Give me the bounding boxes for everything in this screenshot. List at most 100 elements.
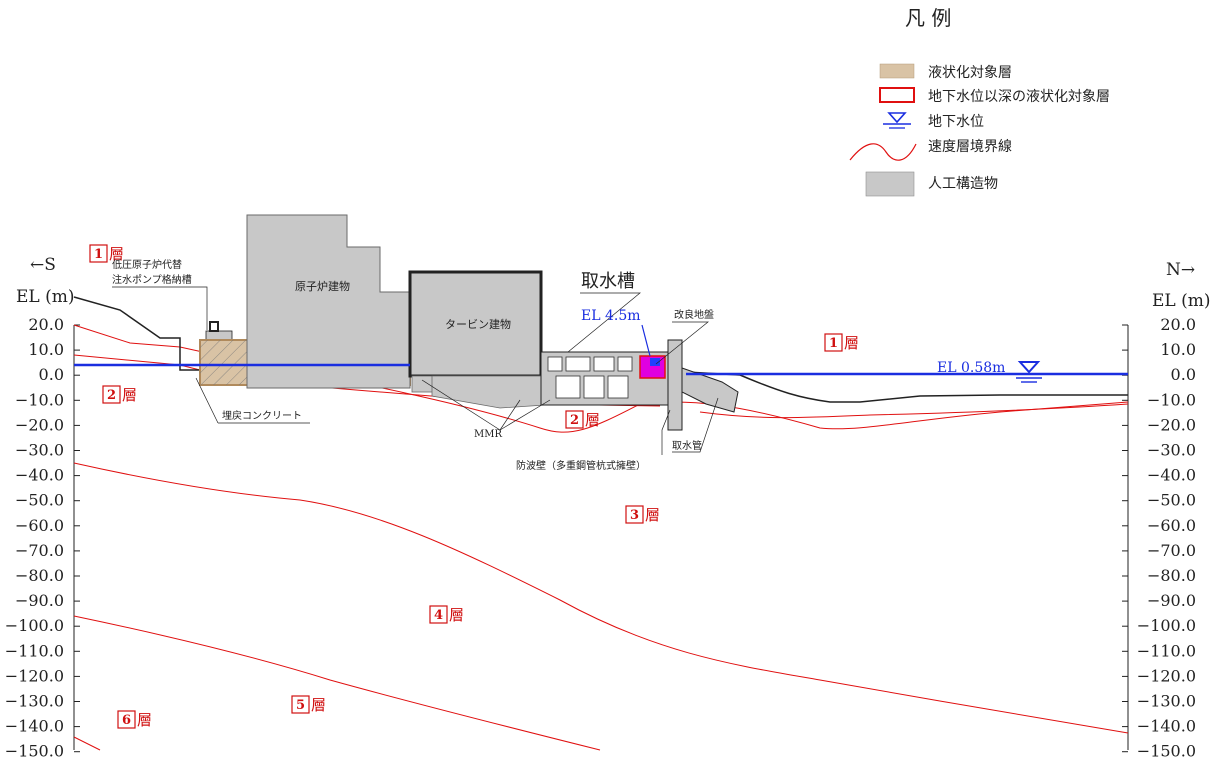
right-tick-label: 20.0 (1160, 315, 1196, 334)
liquefaction-swatch (879, 63, 915, 79)
svg-text:4: 4 (434, 608, 443, 623)
improved-ground-annotation: 改良地盤 (655, 308, 714, 365)
reactor-building-label: 原子炉建物 (295, 279, 350, 293)
improved-ground (639, 355, 666, 379)
left-tick-label: −30.0 (15, 441, 64, 460)
groundwater-level-icon (1016, 361, 1042, 383)
layer-label-2-mid: 2 層 (565, 410, 600, 429)
intake-tank-annotation: 取水槽 (567, 271, 641, 353)
right-tick-label: 10.0 (1160, 340, 1196, 359)
left-tick-label: 10.0 (28, 340, 64, 359)
legend-groundwater: 地下水位 (928, 114, 984, 130)
backfill-annotation: 埋戻コンクリート (195, 377, 310, 424)
south-direction-label: ←S (30, 255, 56, 275)
left-tick-label: 20.0 (28, 315, 64, 334)
right-tick-label: −110.0 (1137, 641, 1196, 660)
svg-text:注水ポンプ格納槽: 注水ポンプ格納槽 (112, 273, 192, 286)
layer-label-6: 6 層 (117, 710, 152, 729)
groundwater-symbol-icon (883, 112, 911, 129)
left-tick-label: 0.0 (39, 365, 64, 384)
el-intake-annotation: EL 4.5m (581, 308, 651, 357)
left-tick-label: −60.0 (15, 516, 64, 535)
left-tick-label: −70.0 (15, 541, 64, 560)
svg-text:取水槽: 取水槽 (581, 271, 635, 292)
left-ticks: 20.0 10.0 0.0 −10.0 −20.0 −30.0 −40.0 −50.0 −60.… (5, 315, 80, 761)
turbine-building-label: タービン建物 (445, 317, 511, 331)
svg-text:MMR: MMR (474, 429, 502, 440)
right-tick-label: −50.0 (1147, 491, 1196, 510)
svg-text:EL 4.5m: EL 4.5m (581, 308, 641, 324)
right-tick-label: −40.0 (1147, 466, 1196, 485)
boundary-3-4 (73, 462, 1129, 734)
layer-label-2-left: 2 層 (102, 385, 137, 404)
svg-text:防波壁（多重鋼管杭式擁壁）: 防波壁（多重鋼管杭式擁壁） (516, 459, 646, 472)
north-direction-label: N→ (1166, 260, 1195, 280)
svg-text:6: 6 (122, 713, 131, 728)
el-sea-label: EL 0.58m (937, 360, 1005, 376)
right-tick-label: −60.0 (1147, 516, 1196, 535)
left-tick-label: −110.0 (5, 641, 64, 660)
boundary-5-6 (73, 736, 101, 751)
left-tick-label: −20.0 (15, 415, 64, 434)
right-unit-label: EL (m) (1152, 291, 1211, 311)
boundary-4-5 (73, 615, 601, 751)
layer-label-3: 3 層 (625, 505, 660, 524)
svg-text:埋戻コンクリート: 埋戻コンクリート (222, 409, 302, 422)
left-unit-label: EL (m) (16, 287, 75, 307)
right-tick-label: −140.0 (1137, 717, 1196, 736)
svg-text:層: 層 (109, 245, 124, 263)
right-tick-label: −10.0 (1147, 390, 1196, 409)
mmr-annotation: MMR (421, 379, 551, 440)
right-tick-label: −150.0 (1137, 742, 1196, 761)
legend-below-gw: 地下水位以深の液状化対象層 (928, 89, 1110, 105)
right-tick-label: −120.0 (1137, 666, 1196, 685)
left-tick-label: −120.0 (5, 666, 64, 685)
right-tick-label: −70.0 (1147, 541, 1196, 560)
right-tick-label: 0.0 (1171, 365, 1196, 384)
mmr-base (431, 375, 546, 409)
right-axis: N→ EL (m) 20.0 10.0 0.0 −10.0 −20.0 −30.0 −40.… (1122, 260, 1211, 761)
boundary-2-3b (699, 403, 1129, 419)
right-ticks: 20.0 10.0 0.0 −10.0 −20.0 −30.0 −40.0 −50.0 −60.… (1122, 315, 1196, 761)
below-gw-swatch (879, 87, 915, 103)
svg-text:2: 2 (107, 388, 116, 403)
svg-text:層: 層 (844, 334, 859, 352)
legend-liquefaction: 液状化対象層 (928, 65, 1012, 81)
svg-text:改良地盤: 改良地盤 (674, 308, 714, 321)
right-tick-label: −20.0 (1147, 415, 1196, 434)
layer-label-5: 5 層 (291, 695, 326, 714)
legend-title: 凡 例 (905, 6, 951, 30)
left-tick-label: −90.0 (15, 591, 64, 610)
velocity-line-swatch (849, 143, 917, 161)
svg-text:低圧原子炉代替: 低圧原子炉代替 (112, 258, 182, 271)
svg-text:層: 層 (585, 411, 600, 429)
left-tick-label: −150.0 (5, 742, 64, 761)
legend-structure: 人工構造物 (928, 176, 998, 192)
right-tick-label: −30.0 (1147, 441, 1196, 460)
svg-text:1: 1 (94, 247, 103, 262)
intake-pipe-annotation: 取水管 (672, 397, 719, 453)
left-tick-label: −50.0 (15, 491, 64, 510)
left-tick-label: −10.0 (15, 390, 64, 409)
reactor-building (246, 214, 411, 389)
breakwater (667, 339, 739, 431)
svg-text:取水管: 取水管 (672, 439, 702, 452)
svg-text:層: 層 (137, 711, 152, 729)
pump-pit-annotation: 低圧原子炉代替 注水ポンプ格納槽 (112, 258, 208, 330)
legend-velocity: 速度層境界線 (928, 139, 1012, 155)
right-tick-label: −90.0 (1147, 591, 1196, 610)
structure-swatch (865, 171, 915, 197)
left-axis: ←S EL (m) 20.0 10.0 0.0 −10.0 −20.0 −30.0 −40.… (5, 255, 80, 761)
right-tick-label: −130.0 (1137, 692, 1196, 711)
svg-text:層: 層 (311, 696, 326, 714)
left-tick-label: −130.0 (5, 692, 64, 711)
svg-text:3: 3 (630, 508, 639, 523)
left-tick-label: −80.0 (15, 566, 64, 585)
left-tick-label: −40.0 (15, 466, 64, 485)
left-tick-label: −140.0 (5, 717, 64, 736)
svg-text:2: 2 (570, 413, 579, 428)
svg-text:層: 層 (122, 386, 137, 404)
layer-label-4: 4 層 (429, 605, 464, 624)
layer-label-1-right: 1 層 (824, 333, 859, 352)
